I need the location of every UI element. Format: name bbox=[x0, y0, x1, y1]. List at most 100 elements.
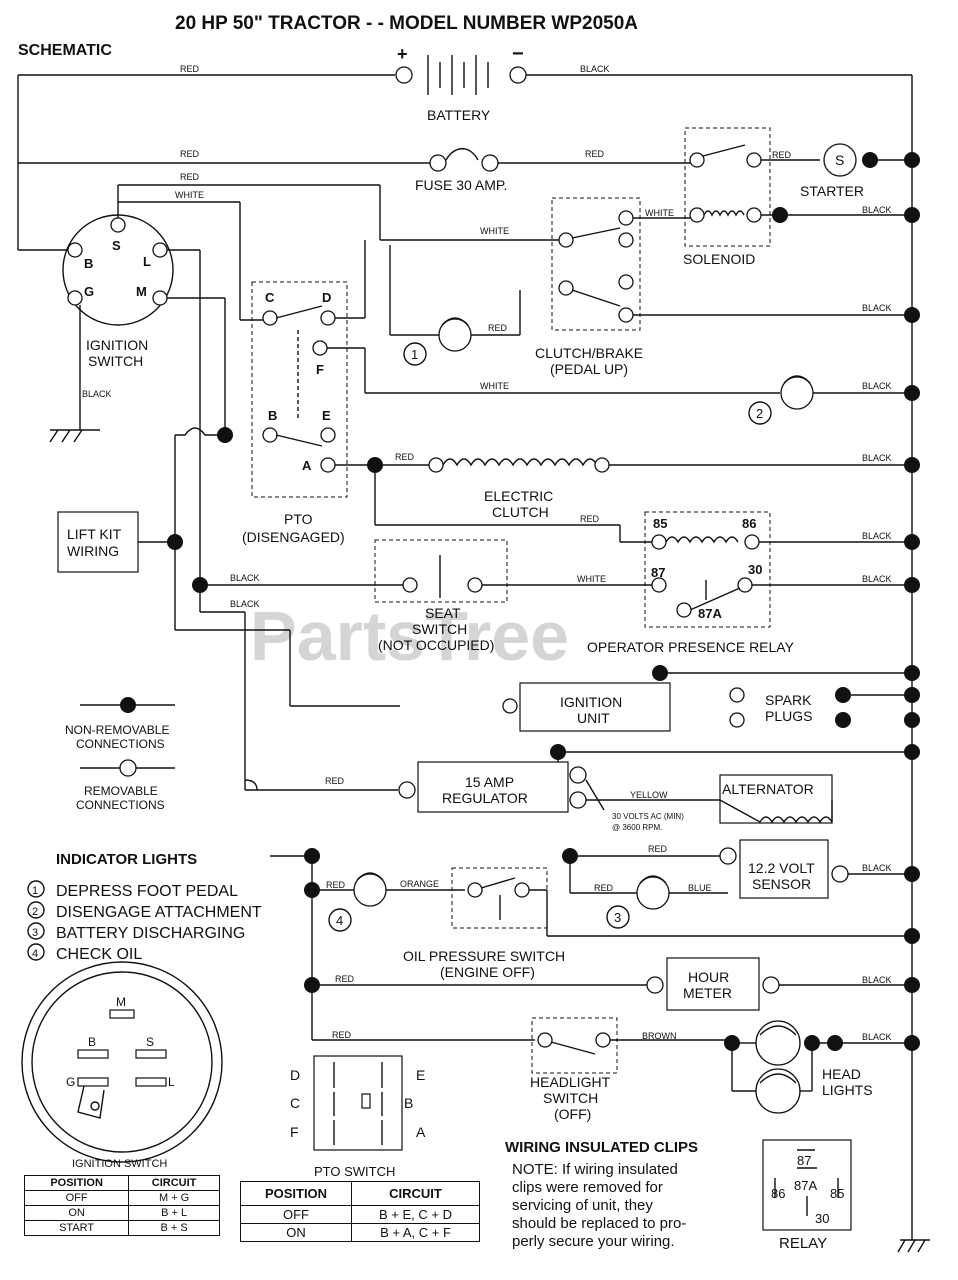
svg-text:BLACK: BLACK bbox=[230, 573, 260, 583]
svg-text:12.2 VOLT: 12.2 VOLT bbox=[748, 860, 815, 876]
svg-text:PLUGS: PLUGS bbox=[765, 708, 812, 724]
relay-pinout: 87 87A 86 85 30 RELAY bbox=[762, 1139, 852, 1252]
svg-text:A: A bbox=[302, 458, 312, 473]
svg-text:RED: RED bbox=[326, 880, 346, 890]
indicator-lights-list: 1 DEPRESS FOOT PEDAL 2 DISENGAGE ATTACHM… bbox=[27, 880, 262, 963]
starter-label: STARTER bbox=[800, 183, 864, 199]
svg-text:SWITCH: SWITCH bbox=[543, 1090, 598, 1106]
svg-text:L: L bbox=[168, 1075, 175, 1089]
svg-text:RED: RED bbox=[585, 149, 605, 159]
svg-text:YELLOW: YELLOW bbox=[630, 790, 668, 800]
svg-text:PTO: PTO bbox=[284, 511, 313, 527]
alternator-label: ALTERNATOR bbox=[722, 781, 814, 797]
svg-text:DISENGAGE ATTACHMENT: DISENGAGE ATTACHMENT bbox=[56, 904, 262, 921]
battery-label: BATTERY bbox=[427, 107, 491, 123]
svg-text:RED: RED bbox=[180, 64, 200, 74]
indicator-lights-title: INDICATOR LIGHTS bbox=[56, 851, 197, 868]
svg-text:SEAT: SEAT bbox=[425, 605, 461, 621]
svg-text:1: 1 bbox=[32, 885, 38, 897]
svg-text:E: E bbox=[322, 408, 331, 423]
svg-text:BLACK: BLACK bbox=[862, 531, 892, 541]
voltage-sensor bbox=[739, 839, 829, 899]
svg-text:BLACK: BLACK bbox=[862, 574, 892, 584]
svg-text:METER: METER bbox=[683, 985, 732, 1001]
seat-switch-box bbox=[374, 539, 508, 603]
svg-text:RED: RED bbox=[594, 883, 614, 893]
svg-text:BLUE: BLUE bbox=[688, 883, 712, 893]
svg-text:RED: RED bbox=[395, 452, 415, 462]
svg-text:clips were removed for: clips were removed for bbox=[512, 1179, 663, 1196]
svg-text:CHECK OIL: CHECK OIL bbox=[56, 946, 142, 963]
svg-text:BLACK: BLACK bbox=[862, 205, 892, 215]
svg-text:30: 30 bbox=[815, 1211, 829, 1226]
ignition-connector: M B S G L IGNITION SWITCH bbox=[21, 961, 223, 1170]
svg-text:BLACK: BLACK bbox=[862, 381, 892, 391]
ignition-unit bbox=[519, 682, 671, 732]
svg-text:OIL PRESSURE SWITCH: OIL PRESSURE SWITCH bbox=[403, 948, 565, 964]
svg-text:RED: RED bbox=[580, 514, 600, 524]
svg-text:WIRING INSULATED CLIPS: WIRING INSULATED CLIPS bbox=[505, 1139, 698, 1156]
svg-text:(PEDAL UP): (PEDAL UP) bbox=[550, 361, 628, 377]
headlight-switch bbox=[531, 1017, 618, 1074]
spark-plugs-label: SPARK bbox=[765, 692, 812, 708]
svg-text:BLACK: BLACK bbox=[82, 389, 112, 399]
svg-text:IGNITION SWITCH: IGNITION SWITCH bbox=[72, 1158, 167, 1170]
svg-text:B: B bbox=[404, 1095, 413, 1111]
svg-text:BLACK: BLACK bbox=[230, 599, 260, 609]
section-label: SCHEMATIC bbox=[18, 42, 112, 59]
svg-text:WHITE: WHITE bbox=[480, 226, 509, 236]
svg-text:(NOT OCCUPIED): (NOT OCCUPIED) bbox=[378, 637, 494, 653]
svg-text:2: 2 bbox=[756, 406, 763, 421]
svg-text:86: 86 bbox=[771, 1186, 785, 1201]
lift-kit-box bbox=[57, 511, 139, 573]
svg-text:PTO SWITCH: PTO SWITCH bbox=[314, 1164, 395, 1179]
svg-text:C: C bbox=[265, 290, 275, 305]
svg-text:ELECTRIC: ELECTRIC bbox=[484, 488, 553, 504]
svg-text:CONNECTIONS: CONNECTIONS bbox=[76, 737, 165, 751]
svg-text:REGULATOR: REGULATOR bbox=[442, 790, 528, 806]
svg-text:RELAY: RELAY bbox=[779, 1235, 827, 1252]
svg-text:RED: RED bbox=[335, 974, 355, 984]
svg-text:BATTERY DISCHARGING: BATTERY DISCHARGING bbox=[56, 925, 245, 942]
svg-text:BLACK: BLACK bbox=[862, 303, 892, 313]
fuse-label: FUSE 30 AMP. bbox=[415, 177, 507, 193]
svg-text:ORANGE: ORANGE bbox=[400, 879, 439, 889]
battery: + − BATTERY RED BLACK bbox=[18, 43, 912, 123]
svg-text:(OFF): (OFF) bbox=[554, 1106, 591, 1122]
svg-text:D: D bbox=[322, 290, 331, 305]
svg-text:L: L bbox=[143, 254, 151, 269]
svg-text:30: 30 bbox=[748, 562, 762, 577]
svg-text:C: C bbox=[290, 1095, 300, 1111]
svg-text:WHITE: WHITE bbox=[577, 574, 606, 584]
svg-text:S: S bbox=[146, 1035, 154, 1049]
svg-text:30 VOLTS AC (MIN): 30 VOLTS AC (MIN) bbox=[612, 812, 684, 821]
svg-text:REMOVABLE: REMOVABLE bbox=[84, 784, 158, 798]
svg-text:87: 87 bbox=[797, 1153, 811, 1168]
svg-text:G: G bbox=[84, 284, 94, 299]
svg-text:4: 4 bbox=[32, 948, 38, 960]
battery-minus: − bbox=[512, 43, 524, 65]
svg-text:E: E bbox=[416, 1067, 425, 1083]
svg-text:F: F bbox=[316, 362, 324, 377]
svg-text:M: M bbox=[136, 284, 147, 299]
svg-text:RED: RED bbox=[772, 150, 792, 160]
clutch-brake-label: CLUTCH/BRAKE bbox=[535, 345, 643, 361]
svg-text:S: S bbox=[112, 238, 121, 253]
svg-text:IGNITION: IGNITION bbox=[86, 337, 148, 353]
svg-text:CONNECTIONS: CONNECTIONS bbox=[76, 798, 165, 812]
svg-text:SENSOR: SENSOR bbox=[752, 876, 811, 892]
svg-text:86: 86 bbox=[742, 516, 756, 531]
svg-text:BLACK: BLACK bbox=[862, 975, 892, 985]
svg-text:NON-REMOVABLE: NON-REMOVABLE bbox=[65, 723, 169, 737]
svg-text:B: B bbox=[268, 408, 277, 423]
svg-text:LIGHTS: LIGHTS bbox=[822, 1082, 873, 1098]
solenoid-label: SOLENOID bbox=[683, 251, 755, 267]
watermark: PartsTree bbox=[250, 597, 569, 675]
svg-text:4: 4 bbox=[336, 913, 343, 928]
pto-switch-box bbox=[251, 281, 348, 498]
svg-text:CLUTCH: CLUTCH bbox=[492, 504, 549, 520]
